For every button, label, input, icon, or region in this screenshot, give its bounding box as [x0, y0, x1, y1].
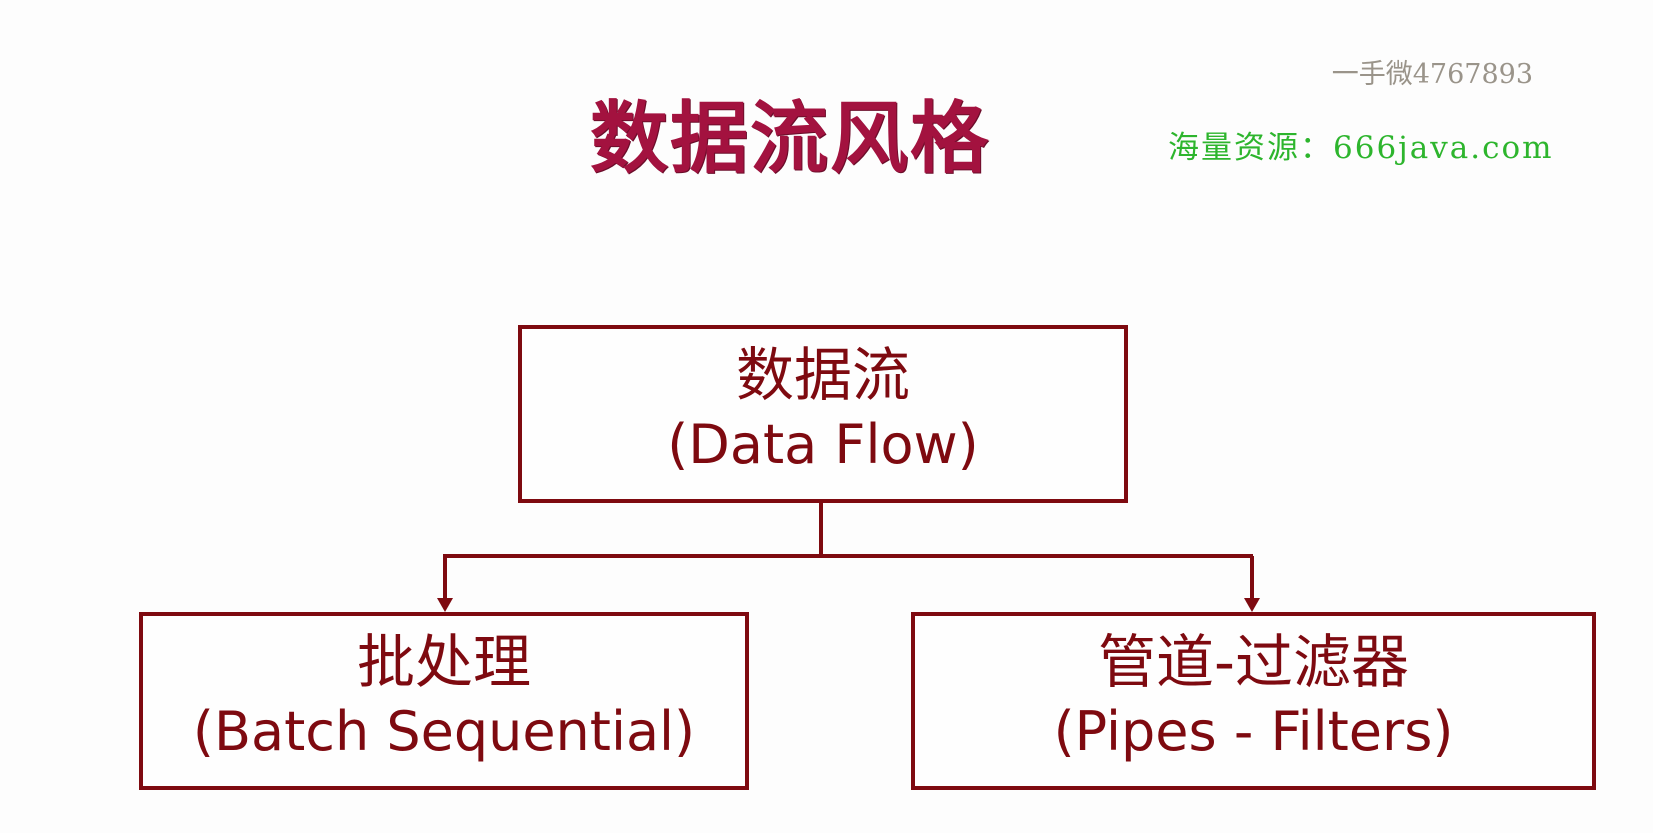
arrow-head-pipes-icon	[1244, 598, 1260, 612]
node-label-en: (Data Flow)	[667, 413, 979, 476]
node-pipes-filters: 管道-过滤器 (Pipes - Filters)	[911, 612, 1596, 790]
node-label-en: (Batch Sequential)	[192, 700, 696, 763]
node-label-en: (Pipes - Filters)	[1053, 700, 1454, 763]
node-batch-sequential: 批处理 (Batch Sequential)	[139, 612, 749, 790]
node-data-flow: 数据流 (Data Flow)	[518, 325, 1128, 503]
resource-text: 海量资源：666java.com	[1168, 130, 1554, 166]
node-label-zh: 管道-过滤器	[1098, 628, 1409, 696]
watermark-text: 一手微4767893	[1331, 59, 1533, 90]
page-title: 数据流风格	[589, 94, 990, 184]
arrow-head-batch-icon	[437, 598, 453, 612]
node-label-zh: 批处理	[356, 628, 531, 696]
node-label-zh: 数据流	[735, 341, 910, 409]
